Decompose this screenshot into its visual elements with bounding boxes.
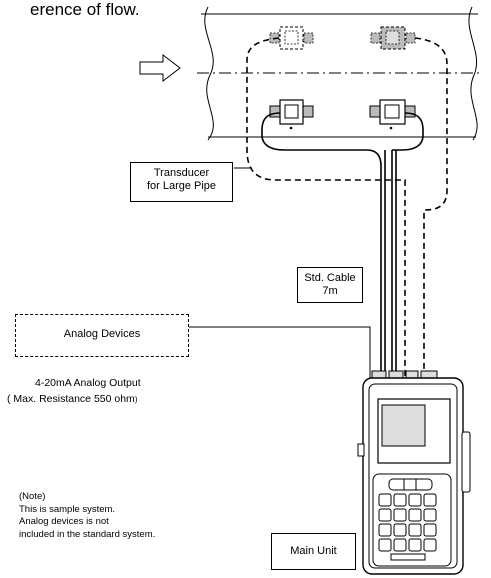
transducer-upper-right xyxy=(370,26,416,50)
transducer-lower-right xyxy=(369,99,416,130)
analog-output-line xyxy=(189,326,371,378)
main-unit-device xyxy=(357,370,471,575)
header-caption: erence of flow. xyxy=(30,0,140,19)
transducer-lower-left xyxy=(269,99,314,130)
main-unit-label-box: Main Unit xyxy=(271,533,356,570)
max-resistance-label: ( Max. Resistance 550 ohm) xyxy=(7,393,137,405)
cable-label-line1: Std. Cable xyxy=(304,272,356,284)
transducer-upper-left xyxy=(269,26,314,50)
analog-output-label: 4-20mA Analog Output xyxy=(35,377,141,389)
solid-cable xyxy=(261,112,424,378)
main-unit-label: Main Unit xyxy=(290,545,337,557)
keypad-keys xyxy=(378,493,437,552)
note-line-1: This is sample system. xyxy=(19,503,116,515)
transducer-label-box: Transducer for Large Pipe xyxy=(130,162,233,202)
note-block: (Note) This is sample system. Analog dev… xyxy=(19,491,155,541)
pipe-left-edge xyxy=(204,6,214,141)
max-resistance-text: ( Max. Resistance 550 ohm xyxy=(7,393,135,405)
max-resistance-close: ) xyxy=(134,395,138,404)
transducer-label-line2: for Large Pipe xyxy=(146,180,217,192)
analog-devices-label: Analog Devices xyxy=(63,328,141,340)
cable-label-line2: 7m xyxy=(322,285,338,297)
pipe-right-edge xyxy=(468,6,478,141)
transducer-label-line1: Transducer xyxy=(153,167,210,179)
note-heading: (Note) xyxy=(19,491,46,502)
pipe xyxy=(197,6,482,141)
flow-arrow-icon xyxy=(139,53,181,83)
analog-devices-box: Analog Devices xyxy=(15,314,189,357)
note-line-3: included in the standard system. xyxy=(19,528,156,540)
cable-label-box: Std. Cable 7m xyxy=(297,267,363,303)
dashed-cable xyxy=(246,37,448,378)
note-line-2: Analog devices is not xyxy=(19,516,109,527)
